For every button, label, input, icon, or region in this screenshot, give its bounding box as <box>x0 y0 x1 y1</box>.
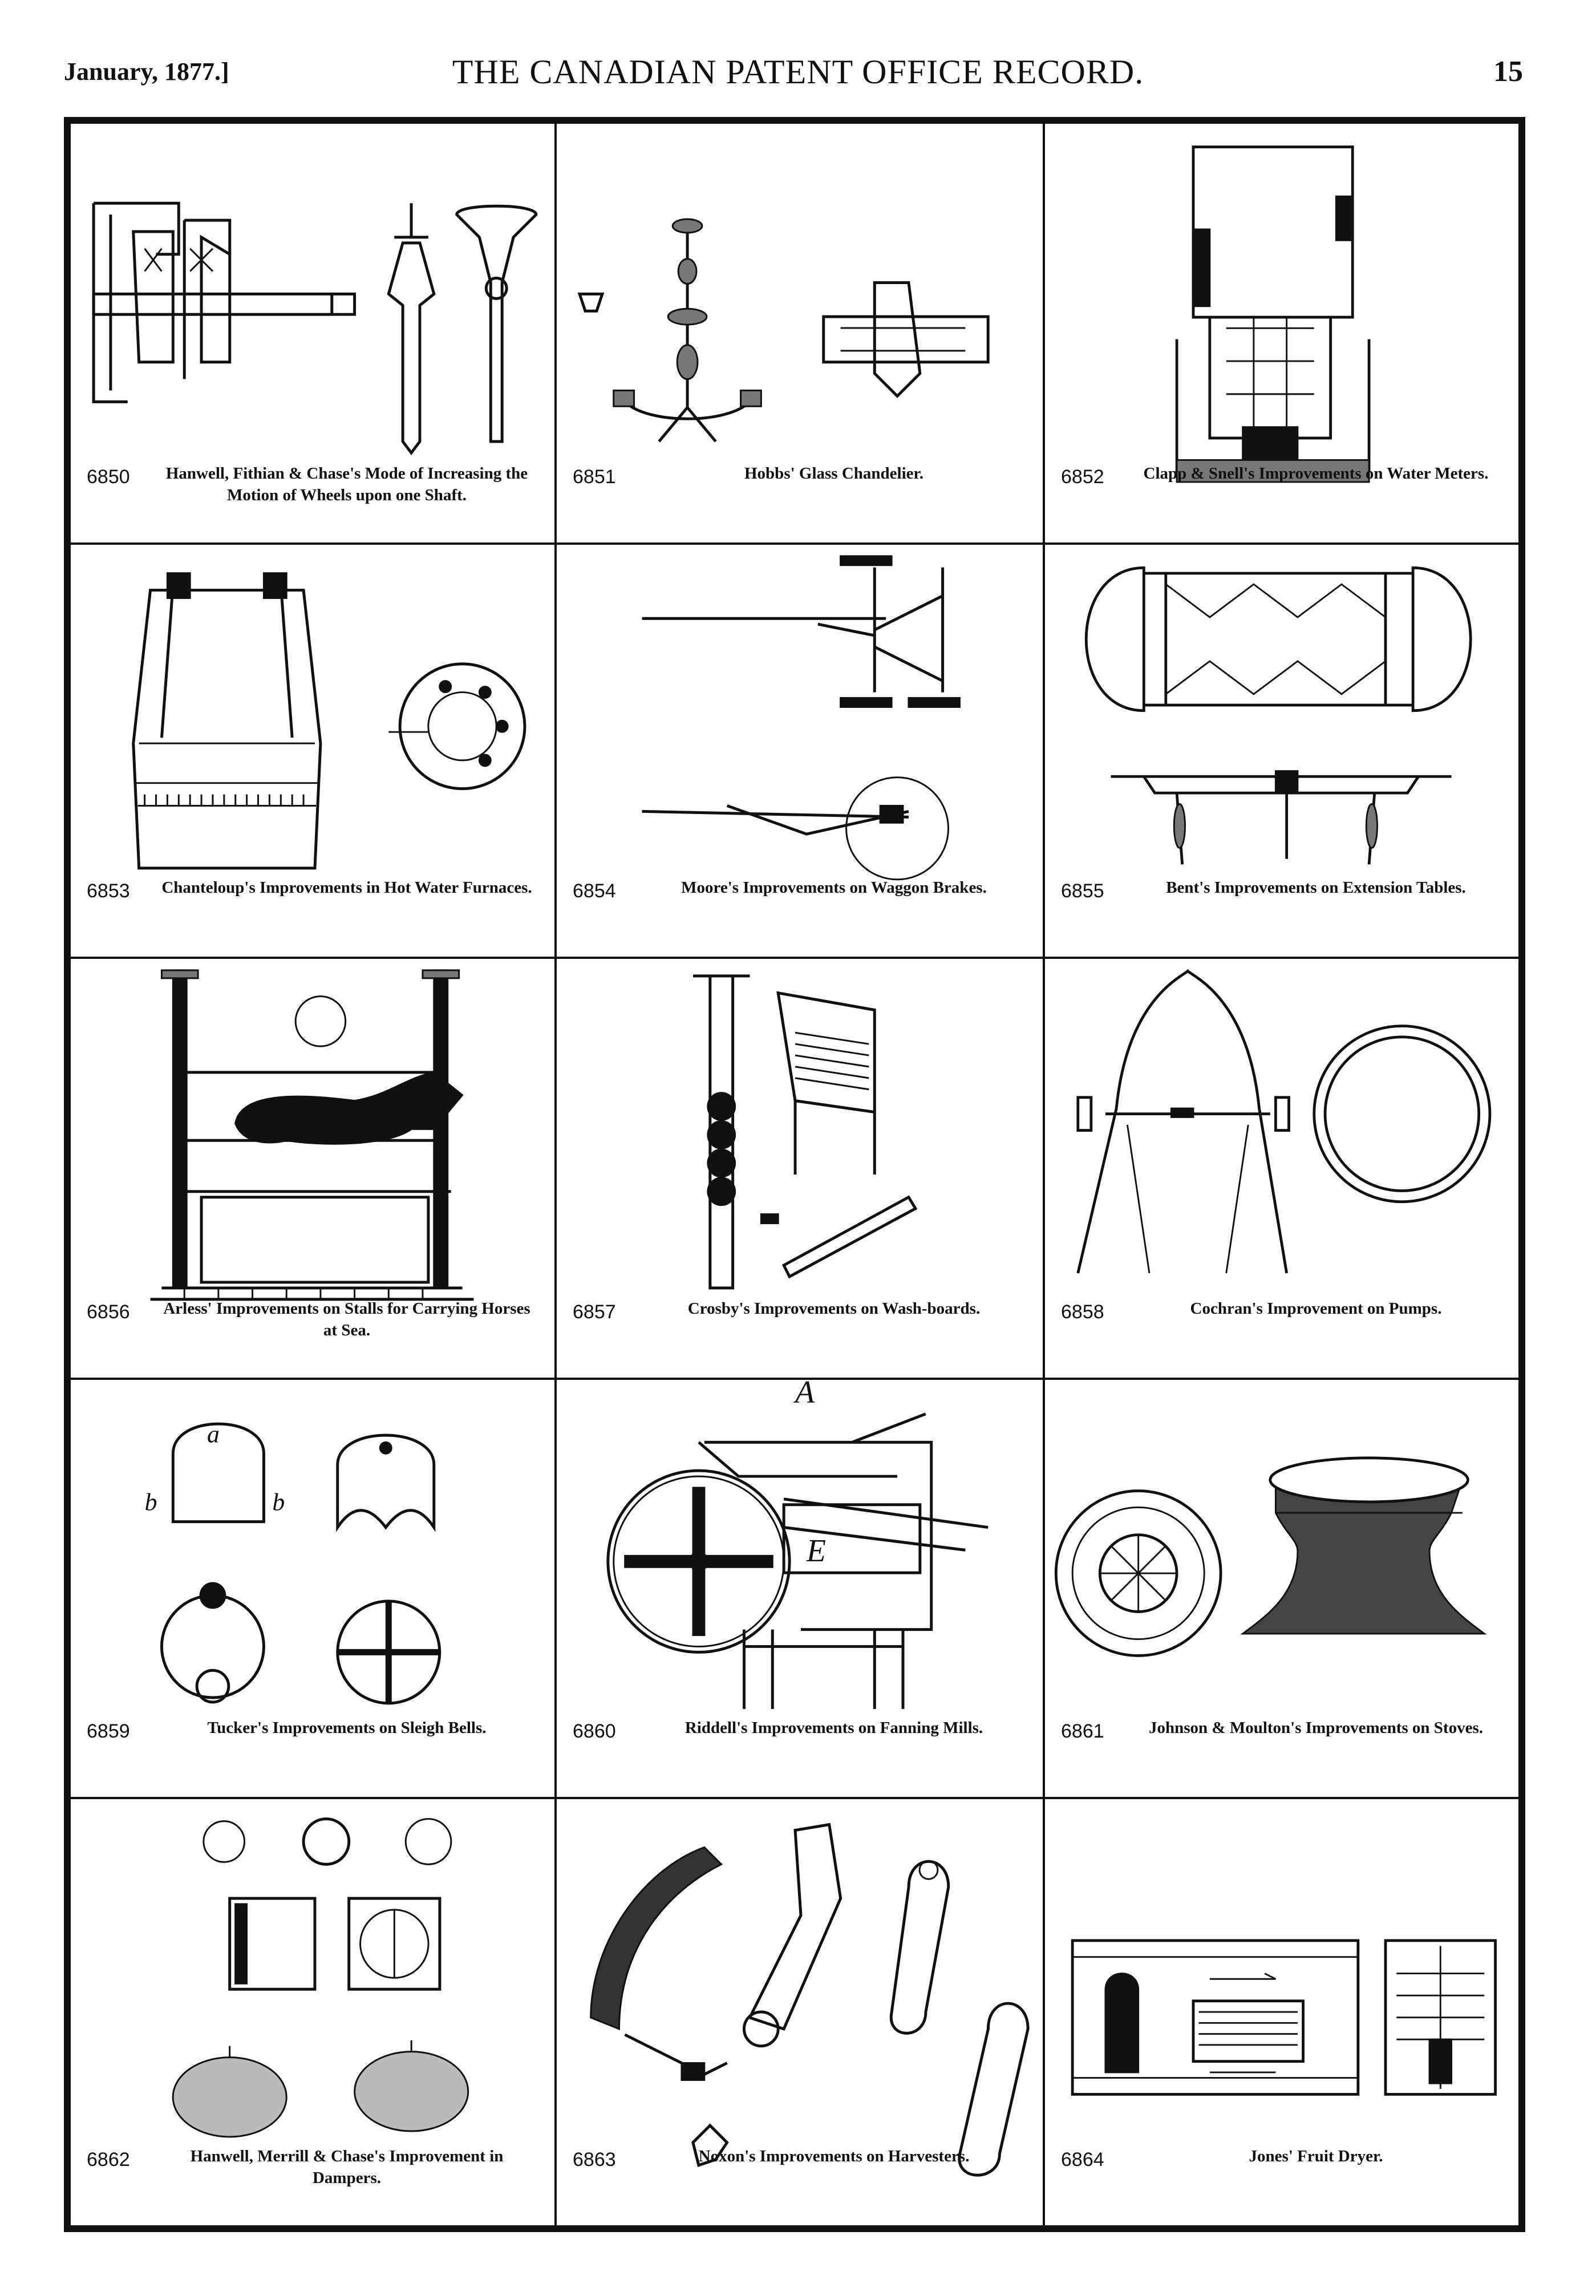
figure-cell-6863: 6863 Noxon's Improvements on Harvesters. <box>557 1799 1045 2225</box>
figure-number: 6859 <box>87 1720 130 1742</box>
figure-cell-6861: 6861 Johnson & Moulton's Improvements on… <box>1045 1380 1518 1799</box>
figure-cell-6856: 6856 Arless' Improvements on Stalls for … <box>71 959 557 1380</box>
figure-caption: 6850 Hanwell, Fithian & Chase's Mode of … <box>71 463 554 525</box>
figure-title: Cochran's Improvement on Pumps. <box>1190 1299 1442 1318</box>
figure-number: 6860 <box>573 1720 616 1742</box>
figure-cell-6864: 6864 Jones' Fruit Dryer. <box>1045 1799 1518 2225</box>
hot-water-furnace-drawing <box>132 572 526 870</box>
figure-title: Jones' Fruit Dryer. <box>1249 2147 1383 2165</box>
figure-title: Moore's Improvements on Waggon Brakes. <box>681 878 987 897</box>
publication-title: THE CANADIAN PATENT OFFICE RECORD. <box>452 53 1144 91</box>
figure-title: Hobbs' Glass Chandelier. <box>744 464 923 483</box>
figure-caption: 6862 Hanwell, Merrill & Chase's Improvem… <box>71 2145 554 2208</box>
figure-caption: 6854 Moore's Improvements on Waggon Brak… <box>557 877 1043 940</box>
issue-date: January, 1877.] <box>64 58 229 86</box>
figure-title: Arless' Improvements on Stalls for Carry… <box>163 1299 530 1339</box>
figure-cell-6853: 6853 Chanteloup's Improvements in Hot Wa… <box>71 545 557 959</box>
figure-cell-6857: 6857 Crosby's Improvements on Wash-board… <box>557 959 1045 1380</box>
figure-number: 6858 <box>1061 1301 1104 1323</box>
figure-title: Hanwell, Fithian & Chase's Mode of Incre… <box>165 464 528 504</box>
figure-caption: 6855 Bent's Improvements on Extension Ta… <box>1045 877 1518 940</box>
extension-table-drawing <box>1084 566 1472 865</box>
figure-number: 6855 <box>1061 880 1104 902</box>
figure-caption: 6853 Chanteloup's Improvements in Hot Wa… <box>71 877 554 940</box>
figure-caption: 6860 Riddell's Improvements on Fanning M… <box>557 1717 1043 1780</box>
sleigh-bell-drawing: a b b <box>145 1420 441 1705</box>
figure-title: Chanteloup's Improvements in Hot Water F… <box>161 878 532 897</box>
svg-text:E: E <box>806 1533 826 1569</box>
figure-title: Bent's Improvements on Extension Tables. <box>1166 878 1466 897</box>
figure-number: 6850 <box>87 466 130 488</box>
chandelier-drawing <box>577 218 990 443</box>
figure-title: Clapp & Snell's Improvements on Water Me… <box>1143 464 1489 483</box>
damper-drawing <box>172 1817 469 2138</box>
figure-cell-6851: 6851 Hobbs' Glass Chandelier. <box>557 124 1045 545</box>
figure-number: 6861 <box>1061 1720 1104 1742</box>
pump-drawing <box>1076 969 1492 1274</box>
figure-number: 6854 <box>573 880 616 902</box>
horse-stall-drawing <box>150 969 474 1301</box>
figure-cell-6859: a b b 6859 Tucker's Improvements on Slei… <box>71 1380 557 1799</box>
wheel-mechanism-drawing <box>92 201 538 456</box>
figure-cell-6850: 6850 Hanwell, Fithian & Chase's Mode of … <box>71 124 557 545</box>
water-meter-drawing <box>1175 145 1371 483</box>
figure-caption: 6864 Jones' Fruit Dryer. <box>1045 2145 1518 2208</box>
fruit-dryer-drawing <box>1071 1939 1497 2096</box>
figure-number: 6852 <box>1061 466 1104 488</box>
figure-title: Johnson & Moulton's Improvements on Stov… <box>1149 1719 1483 1737</box>
figure-number: 6853 <box>87 880 130 902</box>
figure-plate-frame: 6850 Hanwell, Fithian & Chase's Mode of … <box>64 117 1525 2232</box>
figure-caption: 6861 Johnson & Moulton's Improvements on… <box>1045 1717 1518 1780</box>
page-number: 15 <box>1493 55 1523 88</box>
svg-text:A: A <box>793 1380 815 1410</box>
figure-cell-6862: 6862 Hanwell, Merrill & Chase's Improvem… <box>71 1799 557 2225</box>
figure-caption: 6851 Hobbs' Glass Chandelier. <box>557 463 1043 525</box>
figure-number: 6863 <box>573 2149 616 2171</box>
figure-number: 6857 <box>573 1301 616 1323</box>
svg-text:b: b <box>145 1489 157 1516</box>
figure-title: Riddell's Improvements on Fanning Mills. <box>684 1719 983 1737</box>
figure-caption: 6852 Clapp & Snell's Improvements on Wat… <box>1045 463 1518 525</box>
figure-cell-6855: 6855 Bent's Improvements on Extension Ta… <box>1045 545 1518 959</box>
figure-caption: 6859 Tucker's Improvements on Sleigh Bel… <box>71 1717 554 1780</box>
figure-cell-6858: 6858 Cochran's Improvement on Pumps. <box>1045 959 1518 1380</box>
wash-board-drawing <box>693 974 918 1290</box>
figure-title: Noxon's Improvements on Harvesters. <box>698 2147 970 2165</box>
figure-number: 6862 <box>87 2149 130 2171</box>
page-header: January, 1877.] THE CANADIAN PATENT OFFI… <box>0 0 1596 114</box>
figure-number: 6864 <box>1061 2149 1104 2171</box>
figure-cell-6860: A E 6860 Riddell's Improvements on Fanni… <box>557 1380 1045 1799</box>
figure-number: 6856 <box>87 1301 130 1323</box>
figure-number: 6851 <box>573 466 616 488</box>
figure-caption: 6858 Cochran's Improvement on Pumps. <box>1045 1298 1518 1360</box>
stove-drawing <box>1054 1456 1487 1657</box>
figure-caption: 6856 Arless' Improvements on Stalls for … <box>71 1298 554 1360</box>
figure-caption: 6857 Crosby's Improvements on Wash-board… <box>557 1298 1043 1360</box>
waggon-brake-drawing <box>642 555 961 881</box>
svg-text:a: a <box>207 1420 220 1448</box>
figure-title: Crosby's Improvements on Wash-boards. <box>687 1299 981 1318</box>
figure-cell-6854: 6854 Moore's Improvements on Waggon Brak… <box>557 545 1045 959</box>
fanning-mill-drawing: A E <box>606 1380 989 1709</box>
svg-text:b: b <box>272 1489 285 1516</box>
figure-title: Tucker's Improvements on Sleigh Bells. <box>207 1719 487 1737</box>
figure-cell-6852: 6852 Clapp & Snell's Improvements on Wat… <box>1045 124 1518 545</box>
harvester-drawing <box>590 1823 1030 2177</box>
figure-grid: 6850 Hanwell, Fithian & Chase's Mode of … <box>71 124 1518 2225</box>
figure-caption: 6863 Noxon's Improvements on Harvesters. <box>557 2145 1043 2208</box>
figure-title: Hanwell, Merrill & Chase's Improvement i… <box>190 2147 504 2187</box>
